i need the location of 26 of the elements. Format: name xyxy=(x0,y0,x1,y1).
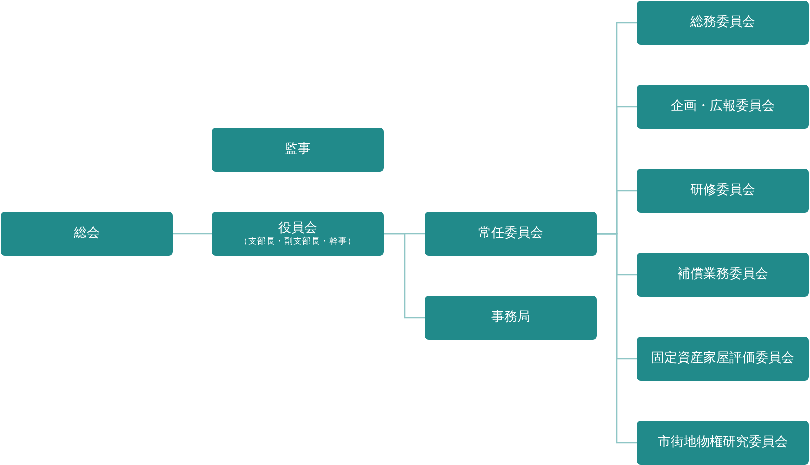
box-title: 常任委員会 xyxy=(478,226,544,242)
connector-line xyxy=(173,233,212,235)
box-title: 監事 xyxy=(285,142,311,158)
box-title: 補償業務委員会 xyxy=(678,267,768,283)
org-box xyxy=(637,337,809,381)
org-box xyxy=(212,128,384,172)
org-box xyxy=(425,296,597,340)
org-box xyxy=(637,169,809,213)
box-title: 固定資産家屋評価委員会 xyxy=(652,351,794,367)
org-box xyxy=(637,85,809,129)
org-box xyxy=(212,212,384,256)
box-title: 総務委員会 xyxy=(690,15,756,31)
box-title: 研修委員会 xyxy=(690,183,756,199)
box-subtitle: （支部長・副支部長・幹事） xyxy=(240,236,356,248)
org-box xyxy=(637,253,809,297)
org-box xyxy=(637,421,809,465)
box-title: 総会 xyxy=(74,226,100,242)
connector-line xyxy=(384,233,425,319)
org-box xyxy=(1,212,173,256)
box-title: 企画・広報委員会 xyxy=(671,99,775,115)
org-box xyxy=(637,1,809,45)
box-title: 市街地物権研究委員会 xyxy=(658,435,788,451)
box-title: 役員会 xyxy=(278,220,318,236)
box-title: 事務局 xyxy=(492,310,530,326)
org-box xyxy=(425,212,597,256)
connector-line xyxy=(597,233,637,444)
